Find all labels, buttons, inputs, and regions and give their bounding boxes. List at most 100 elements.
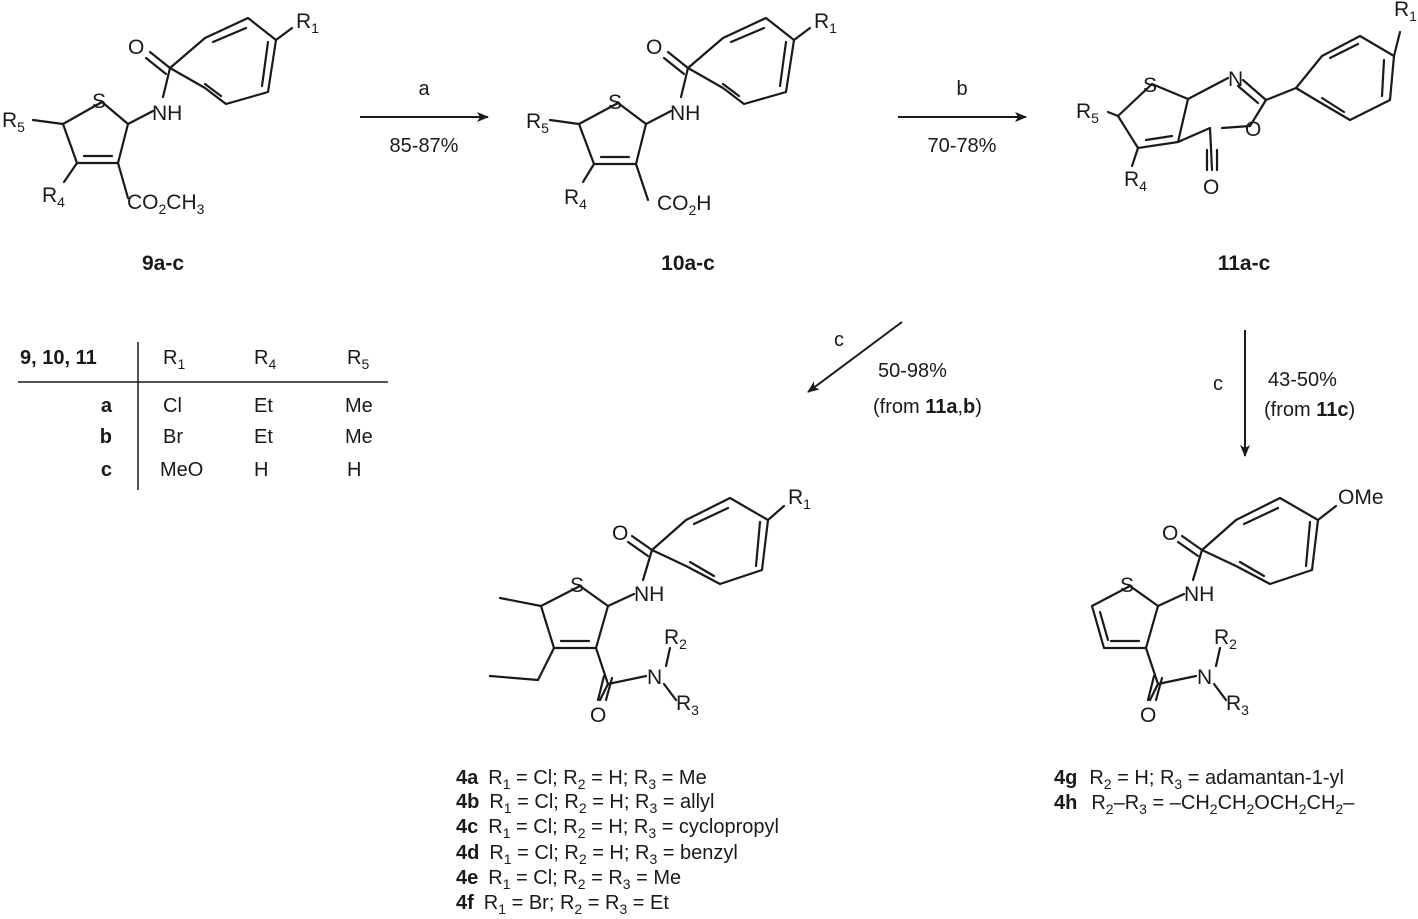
bond (126, 109, 155, 126)
bond (1098, 610, 1141, 643)
yield-b: 70-78% (928, 135, 997, 157)
bond (626, 534, 654, 558)
yield-c-right: 43-50% (1268, 369, 1337, 391)
bond (1264, 86, 1298, 102)
bond (662, 682, 678, 702)
bond (1186, 76, 1230, 101)
bond (1212, 682, 1228, 702)
bond (766, 504, 786, 522)
bond (1144, 646, 1160, 702)
bond (168, 16, 278, 106)
bond (1191, 548, 1204, 582)
bond (1214, 646, 1222, 668)
bond (203, 26, 270, 98)
atom-r4: R4 (1124, 168, 1147, 194)
bond (274, 26, 294, 42)
source-c-right: (from 11c) (1264, 399, 1355, 421)
table-header-compounds: 9, 10, 11 (20, 347, 97, 369)
atom-r3: R3 (676, 692, 699, 718)
yield-a: 85-87% (390, 135, 459, 157)
bond (498, 596, 543, 608)
reagent-c-left: c (834, 329, 844, 351)
bond (548, 118, 581, 126)
table-row-id: c (101, 459, 112, 481)
atom-nh: NH (670, 102, 700, 125)
atom-r1: R1 (788, 486, 811, 512)
compound-4g-h-structure (1090, 496, 1338, 702)
atom-oxygen: O (128, 36, 144, 59)
atom-sulfur: S (570, 574, 584, 597)
ester-group: CO2CH3 (127, 191, 205, 217)
bond (1236, 84, 1260, 105)
atom-r4: R4 (42, 184, 65, 210)
bond (1146, 674, 1164, 702)
table-row-id: b (100, 426, 112, 448)
reagent-b: b (956, 78, 967, 100)
atom-r5: R5 (526, 110, 549, 136)
compound-11-structure (1106, 30, 1402, 172)
atom-oxygen-carbonyl: O (1203, 176, 1219, 199)
compound-9-label: 9a-c (142, 252, 184, 275)
atom-sulfur: S (92, 90, 106, 113)
atom-oxygen: O (612, 522, 628, 545)
methoxy-group: OMe (1338, 486, 1384, 509)
atom-nh: NH (1184, 583, 1214, 606)
bond (1316, 504, 1338, 522)
compound-9-structure (31, 16, 294, 200)
bond (1205, 148, 1219, 172)
compound-10-label: 10a-c (661, 252, 715, 275)
atom-oxygen: O (1140, 704, 1156, 727)
table-header-r5: R5 (347, 347, 369, 372)
bond (1156, 592, 1186, 608)
bond (634, 162, 650, 202)
compound-10-structure (548, 16, 812, 202)
bond (1144, 134, 1174, 142)
bond (581, 162, 596, 184)
bond (488, 646, 556, 682)
atom-nitrogen: N (647, 666, 662, 689)
bond (1220, 78, 1268, 130)
bond (577, 101, 648, 166)
atom-r2: R2 (664, 626, 687, 652)
bond (1176, 534, 1204, 558)
atom-r2: R2 (1214, 626, 1237, 652)
bond (1156, 674, 1198, 686)
bond (144, 50, 172, 76)
reagent-c-right: c (1213, 373, 1223, 395)
bond (594, 646, 610, 702)
bond (688, 506, 762, 578)
atom-r1: R1 (814, 10, 837, 36)
bond (61, 100, 130, 165)
table-header-r1: R1 (163, 347, 185, 372)
bond (539, 584, 610, 650)
bond (1090, 584, 1160, 650)
table-cell-r1: Br (163, 426, 183, 448)
bond (679, 66, 690, 99)
yield-c-left: 50-98% (878, 360, 947, 382)
atom-r4: R4 (564, 186, 587, 212)
atom-r5: R5 (1076, 100, 1099, 126)
bond (31, 118, 65, 126)
bond (1294, 34, 1396, 122)
table-cell-r5: H (347, 459, 361, 481)
bond (1320, 42, 1386, 114)
bond (161, 66, 172, 99)
arrow-c-left (807, 321, 903, 393)
bond (664, 646, 672, 668)
compound-11-label: 11a-c (1218, 252, 1271, 275)
atom-nh: NH (634, 583, 664, 606)
atom-r1: R1 (1394, 0, 1417, 24)
bond (596, 674, 614, 702)
atom-sulfur: S (1120, 574, 1134, 597)
bond (606, 592, 636, 608)
reagent-a: a (418, 78, 430, 100)
atom-r1: R1 (296, 10, 319, 36)
acid-group: CO2H (657, 192, 711, 218)
atom-oxygen: O (1162, 522, 1178, 545)
